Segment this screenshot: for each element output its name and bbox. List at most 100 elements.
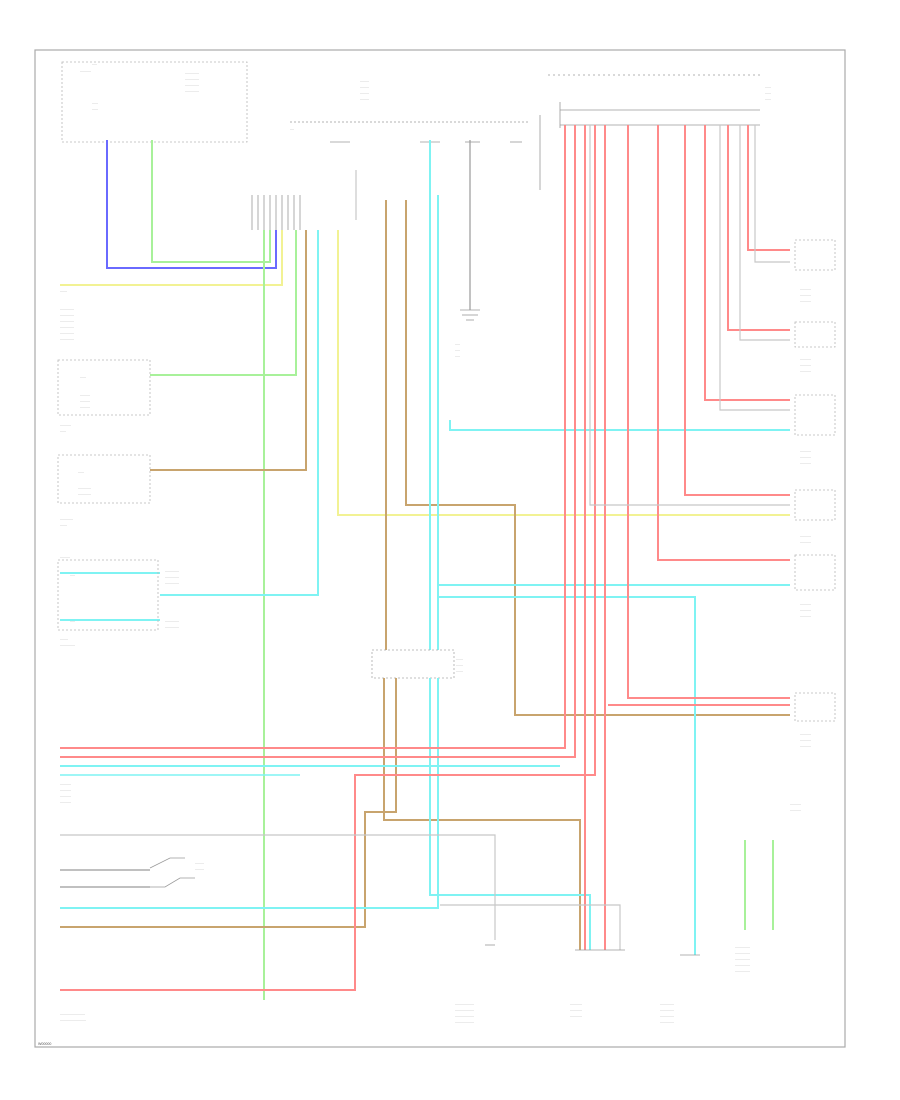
top-right-ground-block: ...... ...... ...... bbox=[548, 74, 771, 128]
svg-text:...........: ........... bbox=[800, 363, 811, 367]
wire-cyan-low-b bbox=[60, 678, 439, 909]
svg-text:...........: ........... bbox=[800, 744, 811, 748]
svg-text:...........: ........... bbox=[800, 449, 811, 453]
center-junction-block: ......... ......... ......... ......... … bbox=[290, 79, 541, 190]
wire-green-switch bbox=[150, 230, 297, 376]
svg-text:.......: ....... bbox=[456, 669, 463, 673]
svg-text:.........................: ......................... bbox=[60, 1012, 85, 1016]
svg-text:.....: ..... bbox=[70, 619, 75, 623]
svg-text:...........: ........... bbox=[800, 608, 811, 612]
svg-text:...................: ................... bbox=[455, 1002, 474, 1006]
svg-text:............: ............ bbox=[570, 1014, 582, 1018]
svg-text:..............: .............. bbox=[60, 313, 74, 317]
svg-text:..........: .......... bbox=[60, 555, 70, 559]
svg-text:............: ............ bbox=[570, 1002, 582, 1006]
wire-red-6 bbox=[627, 125, 790, 699]
svg-text:...............: ............... bbox=[735, 963, 750, 967]
svg-text:.........: ......... bbox=[360, 91, 369, 95]
joint-connector-box: ....... ....... ....... bbox=[371, 649, 463, 679]
footer-code: W00000 bbox=[38, 1042, 51, 1046]
bottom-components: ................... ................... … bbox=[455, 944, 700, 1024]
svg-text:..............: .............. bbox=[165, 569, 179, 573]
svg-text:..............: .............. bbox=[165, 619, 179, 623]
center-ground: ..... ..... ..... bbox=[455, 309, 480, 358]
wire-red-4 bbox=[60, 125, 596, 991]
svg-text:......: ...... bbox=[78, 470, 84, 474]
wire-gray-6 bbox=[754, 125, 790, 263]
svg-text:..............: .............. bbox=[60, 337, 74, 341]
wire-red-10 bbox=[727, 125, 790, 331]
wire-red-7 bbox=[657, 125, 790, 561]
top-left-relay-block: ..... ........... ...... ...... ........… bbox=[61, 61, 248, 143]
svg-text:..............: .............. bbox=[60, 331, 74, 335]
svg-text:.......: ....... bbox=[456, 657, 463, 661]
svg-text:..............: .............. bbox=[165, 581, 179, 585]
svg-text:..............: .............. bbox=[185, 89, 199, 93]
svg-text:......: ...... bbox=[765, 91, 771, 95]
svg-text:.........: ......... bbox=[195, 861, 204, 865]
svg-text:..............: .............. bbox=[660, 1002, 674, 1006]
svg-text:.........: ......... bbox=[360, 79, 369, 83]
svg-text:.......: ....... bbox=[60, 289, 67, 293]
svg-text:...........: ........... bbox=[800, 293, 811, 297]
svg-text:.....: ..... bbox=[455, 348, 460, 352]
svg-text:......: ...... bbox=[80, 375, 86, 379]
svg-text:..............: .............. bbox=[660, 1020, 674, 1024]
svg-text:......: ...... bbox=[92, 107, 98, 111]
svg-text:...............: ............... bbox=[735, 951, 750, 955]
wire-gray-4 bbox=[719, 125, 790, 411]
svg-text:...........: ........... bbox=[790, 808, 801, 812]
svg-text:.....: ..... bbox=[455, 342, 460, 346]
svg-text:.....: ..... bbox=[455, 354, 460, 358]
svg-text:.............: ............. bbox=[78, 486, 91, 490]
wire-cyan-low-a bbox=[429, 678, 591, 950]
wire-red-8 bbox=[684, 125, 790, 496]
svg-text:..............: .............. bbox=[165, 625, 179, 629]
wire-gray-5 bbox=[739, 125, 790, 341]
svg-text:.........: ......... bbox=[360, 85, 369, 89]
svg-text:...............: ............... bbox=[60, 643, 75, 647]
svg-text:..............: .............. bbox=[60, 325, 74, 329]
junction-pins bbox=[251, 195, 301, 230]
wire-gray-3 bbox=[589, 125, 790, 506]
svg-text:...........: ........... bbox=[60, 788, 71, 792]
svg-text:...........: ........... bbox=[800, 738, 811, 742]
wire-cyan-cruise-2 bbox=[160, 230, 319, 596]
wire-gray-10 bbox=[440, 904, 621, 950]
svg-text:......: ...... bbox=[765, 85, 771, 89]
svg-text:.....: ..... bbox=[70, 573, 75, 577]
svg-text:......: ...... bbox=[92, 101, 98, 105]
svg-text:...........: ........... bbox=[60, 800, 71, 804]
svg-text:.......: ....... bbox=[60, 523, 67, 527]
svg-text:...................: ................... bbox=[455, 1008, 474, 1012]
svg-text:..............: .............. bbox=[60, 307, 74, 311]
svg-text:..............: .............. bbox=[185, 77, 199, 81]
wire-tan-low-a bbox=[383, 678, 581, 950]
svg-text:...........: ........... bbox=[800, 602, 811, 606]
svg-text:...........: ........... bbox=[800, 732, 811, 736]
svg-text:.....: ..... bbox=[92, 62, 97, 66]
svg-text:...........: ........... bbox=[800, 369, 811, 373]
svg-text:...............: ............... bbox=[735, 957, 750, 961]
svg-text:..........: .......... bbox=[80, 393, 90, 397]
wire-red-1 bbox=[60, 125, 566, 749]
svg-text:...........: ........... bbox=[60, 794, 71, 798]
svg-text:..............: .............. bbox=[185, 71, 199, 75]
svg-text:...........: ........... bbox=[800, 357, 811, 361]
wire-tan-mid-2 bbox=[405, 200, 790, 716]
svg-text:......: ...... bbox=[765, 97, 771, 101]
wire-yellow-upper bbox=[60, 230, 283, 286]
svg-text:...............: ............... bbox=[735, 969, 750, 973]
svg-text:..........: .......... bbox=[80, 405, 90, 409]
diagram-border bbox=[34, 49, 846, 1048]
svg-text:........: ........ bbox=[60, 637, 68, 641]
wire-blue bbox=[106, 140, 277, 269]
svg-text:...........: ........... bbox=[80, 69, 91, 73]
svg-text:.........: ......... bbox=[360, 97, 369, 101]
svg-text:...................: ................... bbox=[455, 1020, 474, 1024]
svg-text:.......: ....... bbox=[456, 663, 463, 667]
svg-text:..............: .............. bbox=[660, 1008, 674, 1012]
svg-text:....: .... bbox=[290, 127, 294, 131]
svg-text:...........: ........... bbox=[800, 534, 811, 538]
